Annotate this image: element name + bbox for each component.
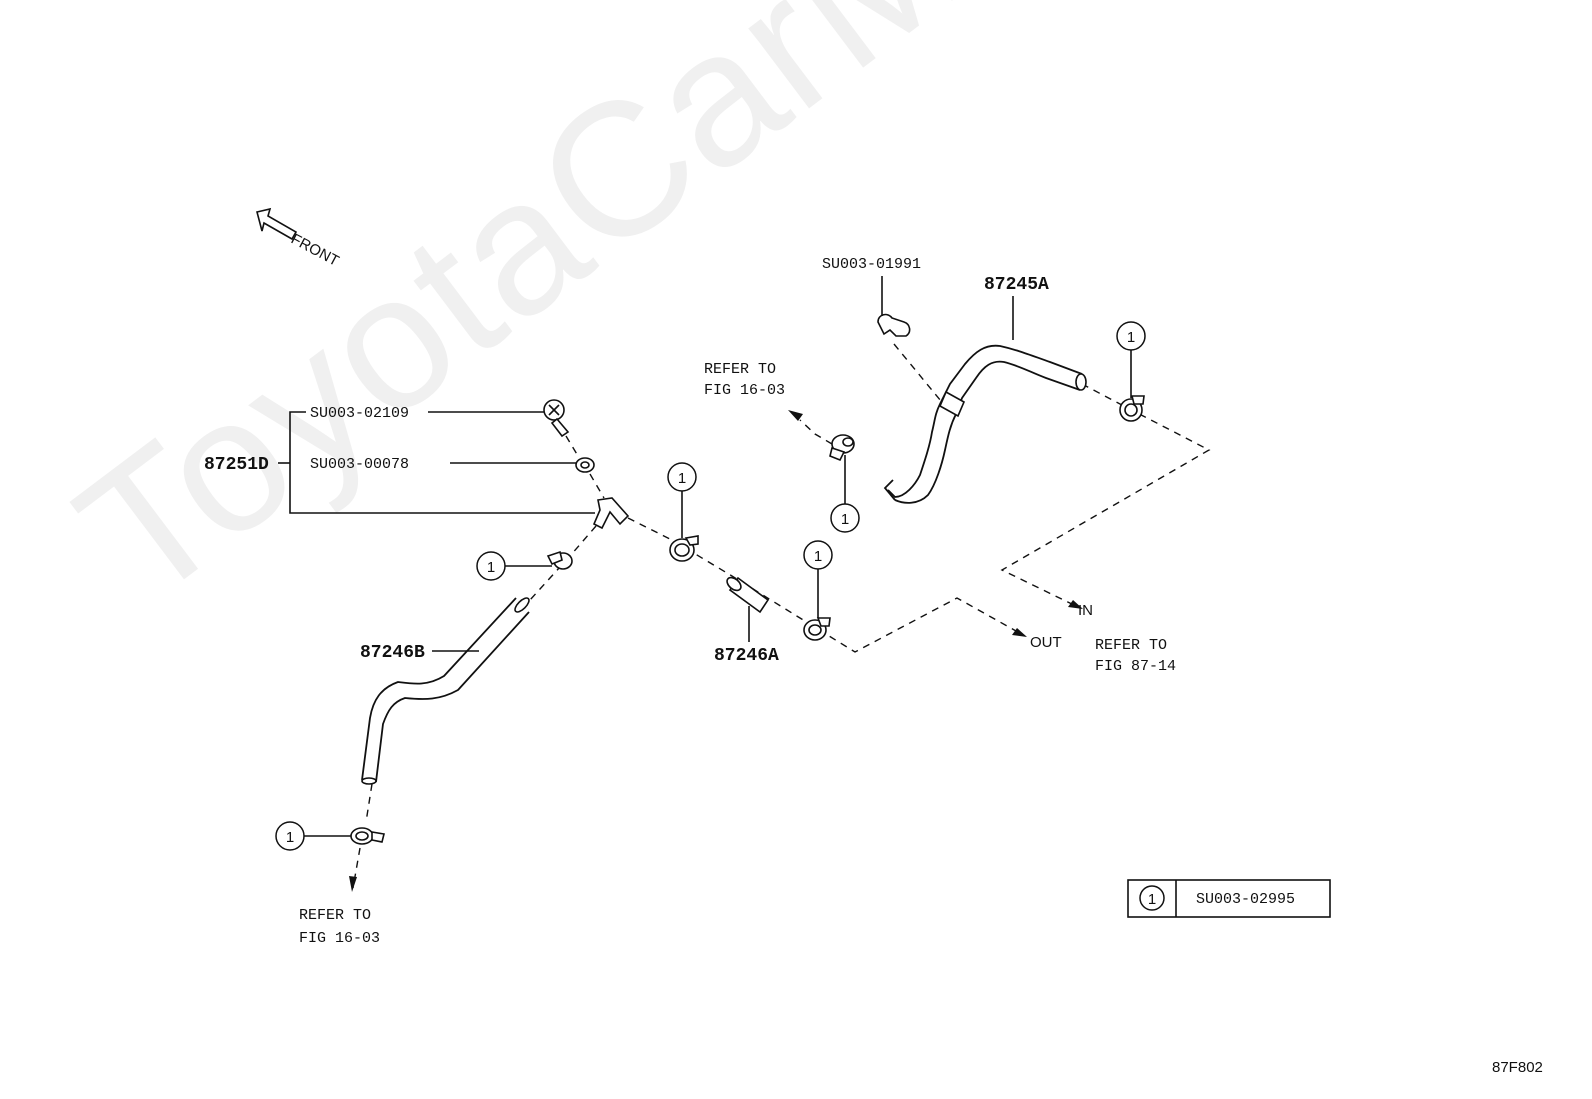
callout-1: 1 (275, 821, 351, 851)
part-number-su003-01991: SU003-01991 (822, 256, 921, 273)
in-label: IN (1078, 602, 1093, 619)
clamp-part (829, 434, 855, 462)
svg-text:1: 1 (678, 470, 686, 487)
clamp-part (350, 827, 385, 845)
figure-code: 87F802 (1492, 1059, 1543, 1076)
washer-part (575, 457, 595, 473)
clip-part (877, 313, 911, 337)
t-joint-part (592, 497, 630, 530)
part-number-su003-02109: SU003-02109 (310, 405, 409, 422)
svg-text:1: 1 (286, 829, 294, 846)
part-number-87245a: 87245A (984, 275, 1049, 295)
bracket-87251d (278, 411, 595, 514)
legend-part-number: SU003-02995 (1196, 891, 1295, 908)
refer-fig-16-03: FIG 16-03 (704, 382, 785, 399)
svg-text:1: 1 (1127, 329, 1135, 346)
hose-87246b (361, 597, 530, 785)
clamp-part (546, 550, 573, 570)
refer-to-label: REFER TO (704, 361, 776, 378)
refer-fig-16-03: FIG 16-03 (299, 930, 380, 947)
callout-1: 1 (1116, 321, 1146, 398)
hose-87246a (726, 576, 770, 614)
part-number-87246b: 87246B (360, 643, 425, 663)
svg-text:1: 1 (487, 559, 495, 576)
clamp-part (1119, 395, 1145, 422)
front-arrow-icon (256, 207, 298, 241)
front-label: FRONT (288, 231, 342, 270)
callout-1: 1 (476, 551, 552, 581)
screw-part (543, 399, 570, 438)
svg-text:1: 1 (814, 548, 822, 565)
part-number-su003-00078: SU003-00078 (310, 456, 409, 473)
part-number-87246a: 87246A (714, 646, 779, 666)
svg-text:1: 1 (841, 511, 849, 528)
legend-number: 1 (1148, 891, 1156, 908)
refer-fig-87-14: FIG 87-14 (1095, 658, 1176, 675)
part-number-87251d: 87251D (204, 455, 269, 475)
callout-1: 1 (830, 455, 860, 533)
clamp-part (669, 535, 699, 562)
callout-1: 1 (803, 540, 833, 618)
out-label: OUT (1030, 634, 1062, 651)
hose-87245a (883, 344, 1087, 504)
legend-box: 1 SU003-02995 (1127, 879, 1331, 918)
refer-to-label: REFER TO (1095, 637, 1167, 654)
clamp-part (803, 617, 831, 641)
refer-to-label: REFER TO (299, 907, 371, 924)
callout-1: 1 (667, 462, 697, 538)
